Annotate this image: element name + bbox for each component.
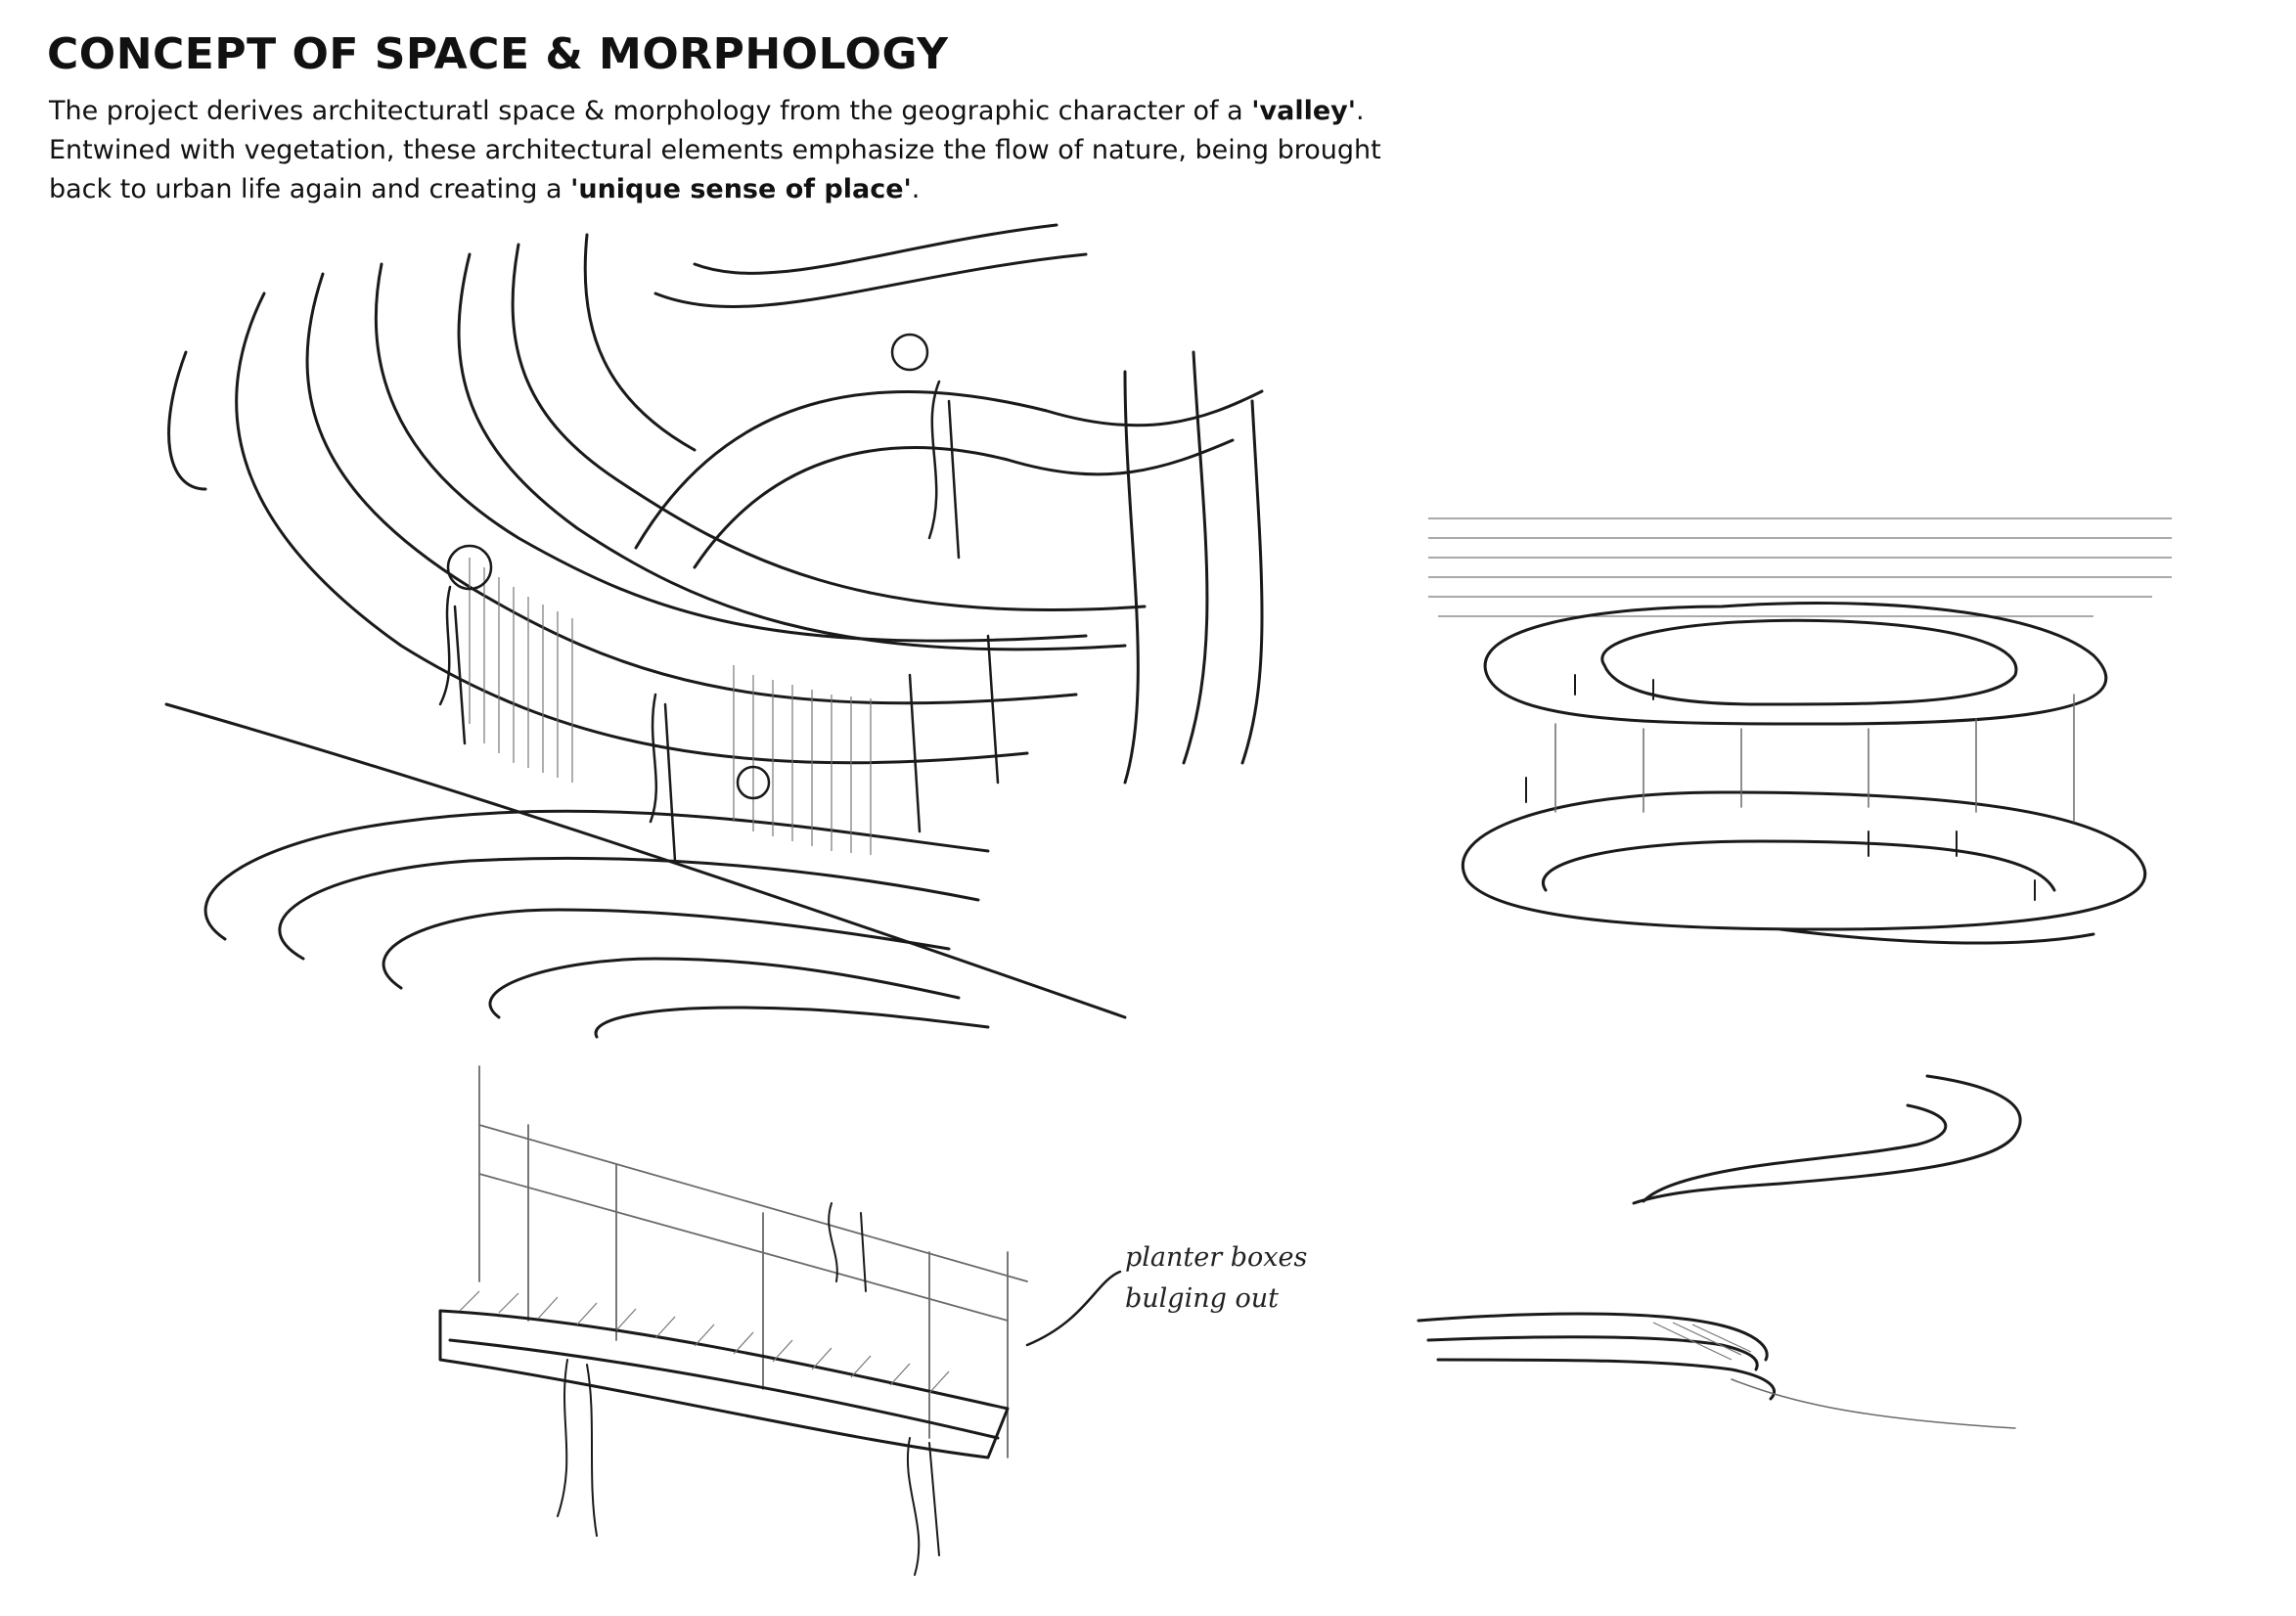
description-line-3: back to urban life again and creating a … bbox=[49, 174, 921, 204]
sketch-section-curves bbox=[1417, 1074, 2022, 1429]
sketch-valley-perspective bbox=[164, 223, 1264, 1039]
project-description: The project derives architecturatl space… bbox=[49, 92, 1438, 209]
annotation-bulging-out: bulging out bbox=[1125, 1283, 1279, 1314]
description-line-1: The project derives architecturatl space… bbox=[49, 96, 1365, 126]
annotation-planter-boxes: planter boxes bbox=[1125, 1242, 1308, 1273]
page-title: CONCEPT OF SPACE & MORPHOLOGY bbox=[47, 29, 949, 79]
sketch-floating-island bbox=[1428, 517, 2172, 945]
description-line-2: Entwined with vegetation, these architec… bbox=[49, 135, 1381, 165]
sketch-planter-detail bbox=[438, 1065, 1028, 1576]
annotation-leader-line bbox=[1025, 1270, 1122, 1347]
